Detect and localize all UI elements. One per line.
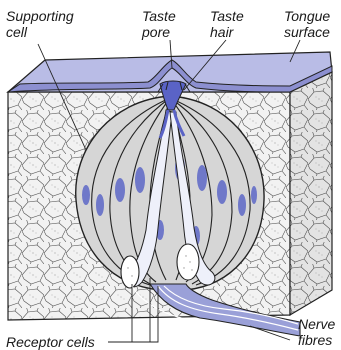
label-tongue-surface: Tongue surface <box>284 8 330 40</box>
receptor-cell-body-left <box>121 256 139 288</box>
label-nerve-fibres: Nerve fibres <box>298 316 335 348</box>
label-taste-hair-line2: hair <box>210 24 244 40</box>
label-supporting-cell-line2: cell <box>6 24 74 40</box>
label-nerve-fibres-line1: Nerve <box>298 316 335 332</box>
label-receptor-cells: Receptor cells <box>6 334 95 350</box>
label-taste-pore-line1: Taste <box>142 8 176 24</box>
label-taste-pore: Taste pore <box>142 8 176 40</box>
receptor-cell-body-right <box>177 244 199 280</box>
label-taste-hair-line1: Taste <box>210 8 244 24</box>
label-tongue-surface-line2: surface <box>284 24 330 40</box>
label-tongue-surface-line1: Tongue <box>284 8 330 24</box>
label-taste-hair: Taste hair <box>210 8 244 40</box>
label-taste-pore-line2: pore <box>142 24 176 40</box>
label-supporting-cell: Supporting cell <box>6 8 74 40</box>
label-supporting-cell-line1: Supporting <box>6 8 74 24</box>
label-nerve-fibres-line2: fibres <box>298 332 335 348</box>
